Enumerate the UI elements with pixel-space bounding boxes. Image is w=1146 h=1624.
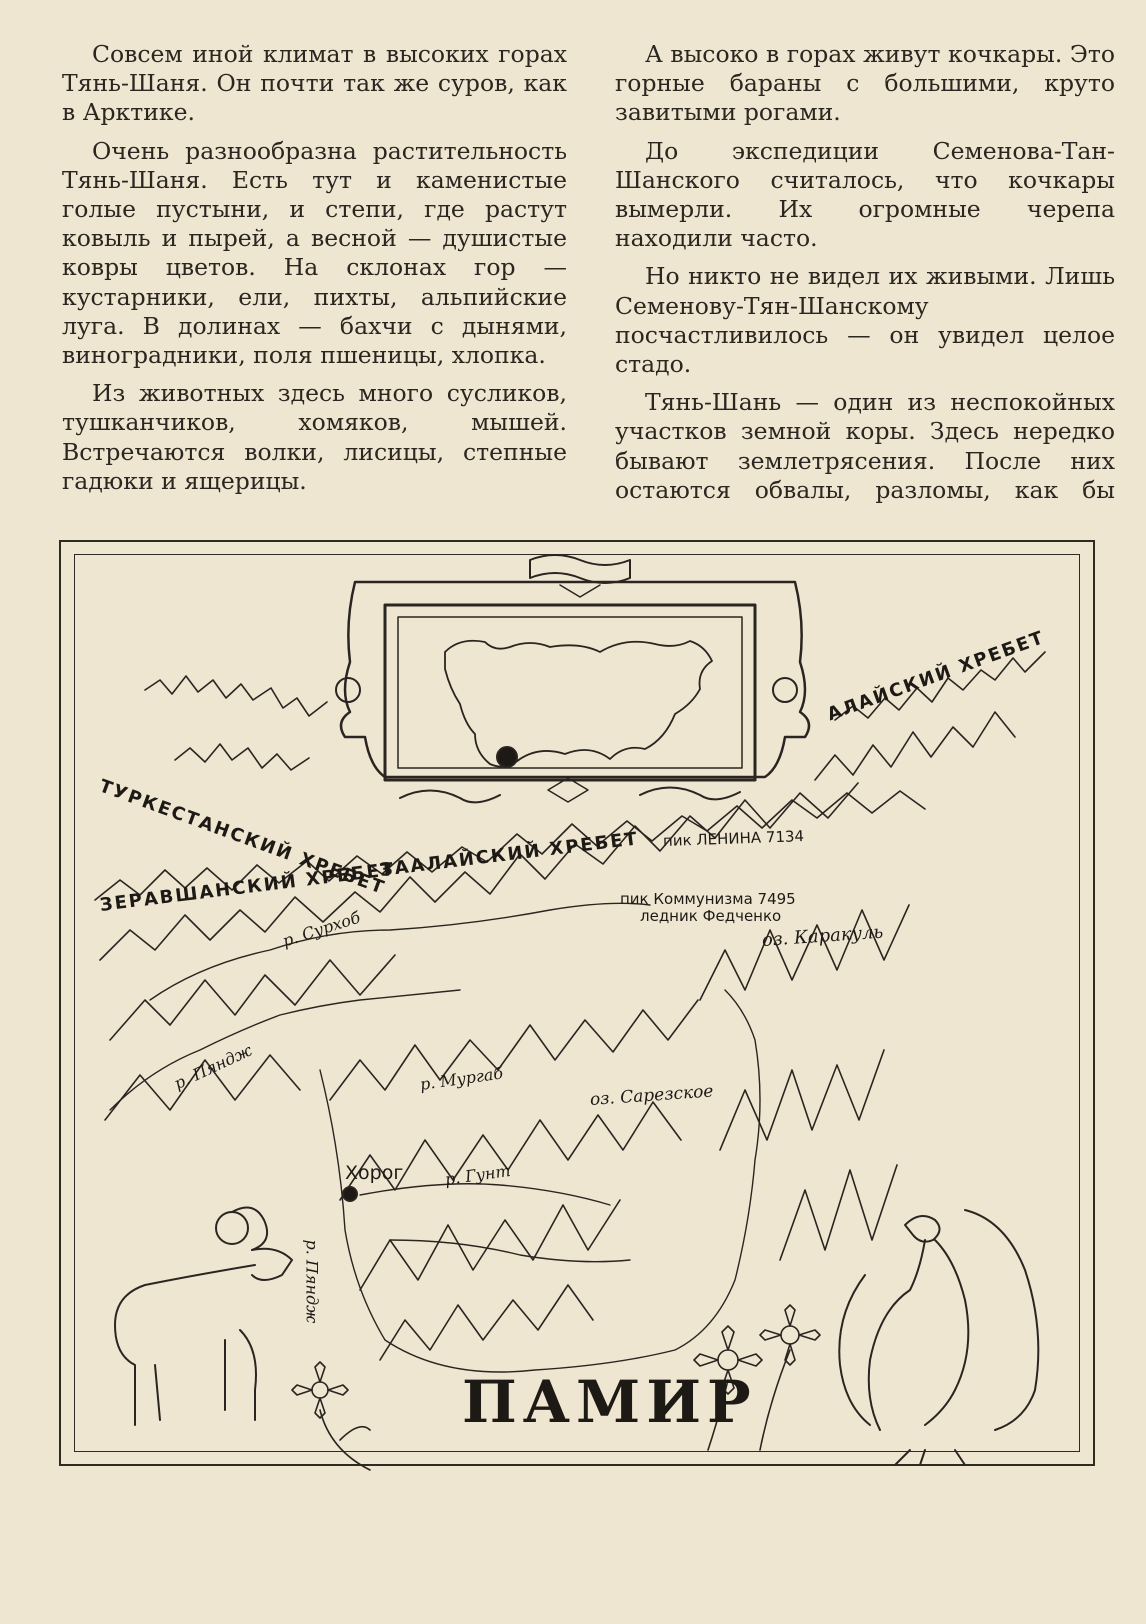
map-frame [59,540,1095,1466]
paragraph: А высоко в горах живут кочкары. Это горн… [615,40,1115,127]
vulture-icon [838,1209,1040,1466]
paragraph: Тянь-Шань — один из неспокойных участков… [615,388,1115,504]
ussr-outline-icon [444,639,713,768]
paragraph: Но никто не видел их живыми. Лишь Семено… [615,262,1115,379]
mountain-ranges [94,651,1046,1361]
khorog-marker [342,1186,358,1202]
map-inner-border [74,554,1080,1452]
paragraph: До экспедиции Семенова-Тан-Шанского счит… [615,136,1115,253]
paragraph: Из животных здесь много сусликов, тушкан… [62,379,567,495]
label-peak-communism: пик Коммунизма 7495 [620,890,796,908]
cartouche [335,554,811,804]
text-column-left: Совсем иной климат в высоких горах Тянь-… [62,40,567,505]
rivers [109,902,761,1373]
argali-ram-icon [114,1206,293,1426]
paragraph: Совсем иной климат в высоких горах Тянь-… [62,40,567,127]
paragraph: Очень разнообразна растительность Тянь-Ш… [62,136,567,370]
label-khorog: Хорог [345,1162,404,1184]
edelweiss-flowers [291,1304,821,1471]
text-column-right: А высоко в горах живут кочкары. Это горн… [615,40,1115,514]
label-river-panj-south: р. Пяндж [302,1239,322,1324]
pamir-location-marker [496,746,518,768]
map-title: ПАМИР [462,1368,757,1436]
label-fedchenko-glacier: ледник Федченко [640,907,782,925]
